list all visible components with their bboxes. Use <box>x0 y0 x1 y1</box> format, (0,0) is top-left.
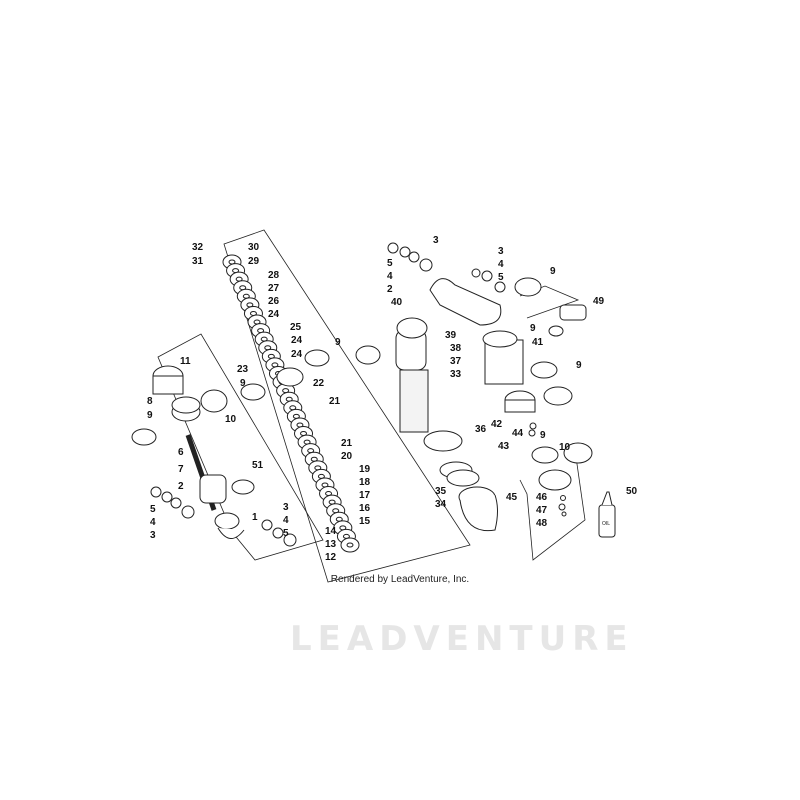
callout-16: 16 <box>359 503 371 514</box>
callout-10: 10 <box>225 414 237 425</box>
callout-35: 35 <box>435 486 447 497</box>
callout-28: 28 <box>268 270 280 281</box>
callout-5: 5 <box>387 258 393 269</box>
callout-21: 21 <box>329 396 341 407</box>
callout-41: 41 <box>532 337 544 348</box>
callout-9: 9 <box>240 378 246 389</box>
callout-5: 5 <box>150 504 156 515</box>
callout-17: 17 <box>359 490 371 501</box>
callout-24: 24 <box>291 335 303 346</box>
callout-9: 9 <box>147 410 153 421</box>
callout-7: 7 <box>178 464 184 475</box>
callout-31: 31 <box>192 256 204 267</box>
callout-9: 9 <box>540 430 546 441</box>
callout-46: 46 <box>536 492 548 503</box>
oil-bottle: OIL <box>598 491 616 538</box>
watermark: LEADVENTURE <box>290 619 634 659</box>
callout-47: 47 <box>536 505 548 516</box>
callout-15: 15 <box>359 516 371 527</box>
callout-9: 9 <box>335 337 341 348</box>
callout-5: 5 <box>498 272 504 283</box>
callout-48: 48 <box>536 518 548 529</box>
callout-13: 13 <box>325 539 337 550</box>
callout-24: 24 <box>291 349 303 360</box>
callout-20: 20 <box>341 451 353 462</box>
callout-3: 3 <box>150 530 156 541</box>
callout-26: 26 <box>268 296 280 307</box>
shaft-assembly <box>131 345 381 547</box>
callout-12: 12 <box>325 552 337 563</box>
callout-22: 22 <box>313 378 325 389</box>
callout-39: 39 <box>445 330 457 341</box>
callout-4: 4 <box>283 515 289 526</box>
callout-9: 9 <box>530 323 536 334</box>
callout-24: 24 <box>268 309 280 320</box>
callout-11: 11 <box>180 356 191 367</box>
callout-49: 49 <box>593 296 605 307</box>
callout-33: 33 <box>450 369 462 380</box>
callout-3: 3 <box>283 502 289 513</box>
oil-bottle-label: OIL <box>602 521 610 527</box>
callout-18: 18 <box>359 477 371 488</box>
callout-25: 25 <box>290 322 302 333</box>
callout-30: 30 <box>248 242 260 253</box>
callout-43: 43 <box>498 441 510 452</box>
callout-6: 6 <box>178 447 184 458</box>
footer-credit: Rendered by LeadVenture, Inc. <box>330 574 470 585</box>
callout-19: 19 <box>359 464 371 475</box>
washer-stack <box>222 254 360 553</box>
callout-44: 44 <box>512 428 524 439</box>
callout-9: 9 <box>576 360 582 371</box>
callout-34: 34 <box>435 499 447 510</box>
callout-29: 29 <box>248 256 260 267</box>
callout-37: 37 <box>450 356 462 367</box>
callout-4: 4 <box>498 259 504 270</box>
callout-21: 21 <box>341 438 353 449</box>
washer-hole <box>346 542 354 548</box>
callout-4: 4 <box>150 517 156 528</box>
callout-8: 8 <box>147 396 153 407</box>
callout-5: 5 <box>283 528 289 539</box>
callout-2: 2 <box>387 284 393 295</box>
callout-51: 51 <box>252 460 264 471</box>
callout-14: 14 <box>325 526 337 537</box>
reservoir-cap-group-bracket <box>519 449 586 561</box>
callout-3: 3 <box>498 246 504 257</box>
callout-23: 23 <box>237 364 249 375</box>
damper-stack-group-box <box>223 229 471 583</box>
callout-38: 38 <box>450 343 462 354</box>
callout-42: 42 <box>491 419 503 430</box>
callout-36: 36 <box>475 424 487 435</box>
callout-10: 10 <box>559 442 571 453</box>
callout-50: 50 <box>626 486 638 497</box>
callout-27: 27 <box>268 283 280 294</box>
callout-2: 2 <box>178 481 184 492</box>
callout-32: 32 <box>192 242 204 253</box>
callout-45: 45 <box>506 492 518 503</box>
callout-40: 40 <box>391 297 403 308</box>
callout-9: 9 <box>550 266 556 277</box>
callout-1: 1 <box>252 512 258 523</box>
callout-3: 3 <box>433 235 439 246</box>
callout-4: 4 <box>387 271 393 282</box>
shock-body-assembly <box>387 242 593 532</box>
